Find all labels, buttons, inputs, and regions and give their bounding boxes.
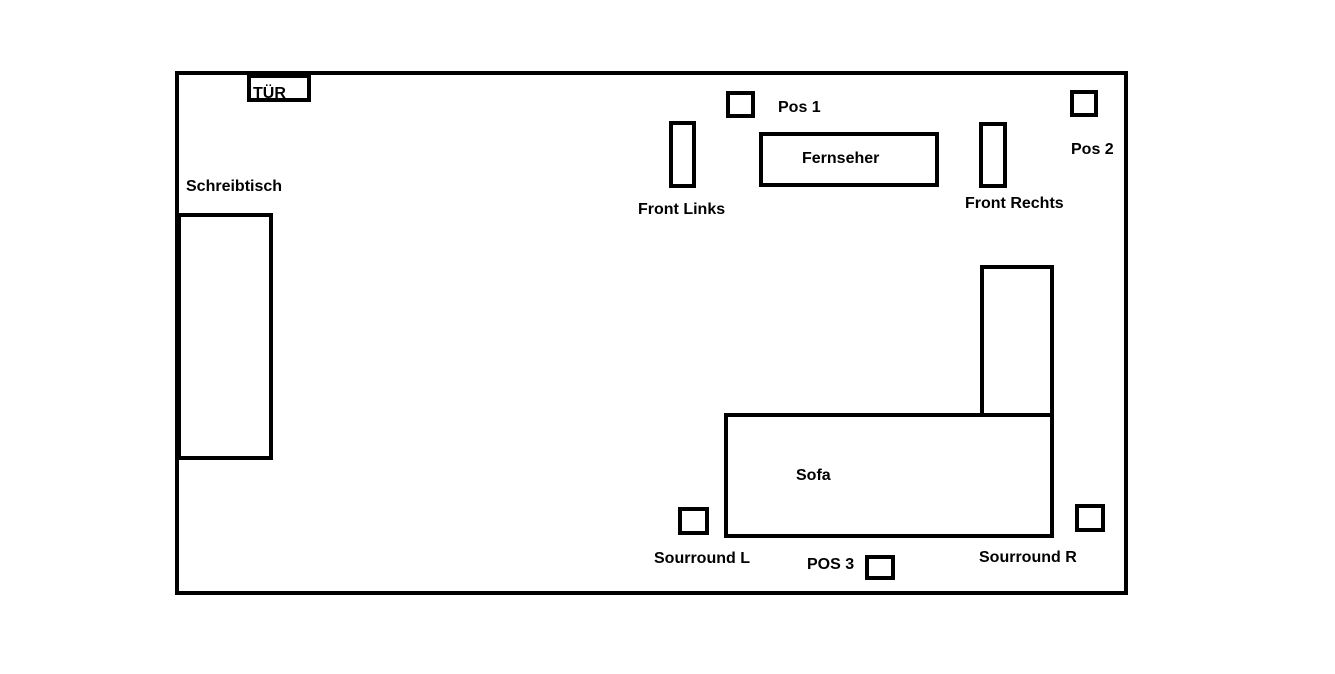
position-2-marker (1070, 90, 1098, 117)
tv-label: Fernseher (802, 150, 880, 167)
tv (759, 132, 939, 187)
surround-right-speaker (1075, 504, 1105, 532)
front-left-label: Front Links (638, 201, 726, 218)
door (247, 74, 311, 102)
sofa-label: Sofa (796, 467, 831, 484)
surround-left-label: Sourround L (654, 550, 750, 567)
sofa (724, 413, 1054, 538)
sofa-chaise (980, 265, 1054, 419)
desk (177, 213, 273, 460)
position-1-label: Pos 1 (778, 99, 821, 116)
surround-left-speaker (678, 507, 709, 535)
position-3-marker (865, 555, 895, 580)
desk-label: Schreibtisch (186, 178, 283, 195)
surround-right-label: Sourround R (979, 549, 1077, 566)
front-left-speaker (669, 121, 696, 188)
position-2-label: Pos 2 (1071, 141, 1114, 158)
front-right-speaker (979, 122, 1007, 188)
position-3-label: POS 3 (807, 556, 855, 573)
front-right-label: Front Rechts (965, 195, 1064, 212)
position-1-marker (726, 91, 755, 118)
door-label: TÜR (253, 85, 286, 102)
